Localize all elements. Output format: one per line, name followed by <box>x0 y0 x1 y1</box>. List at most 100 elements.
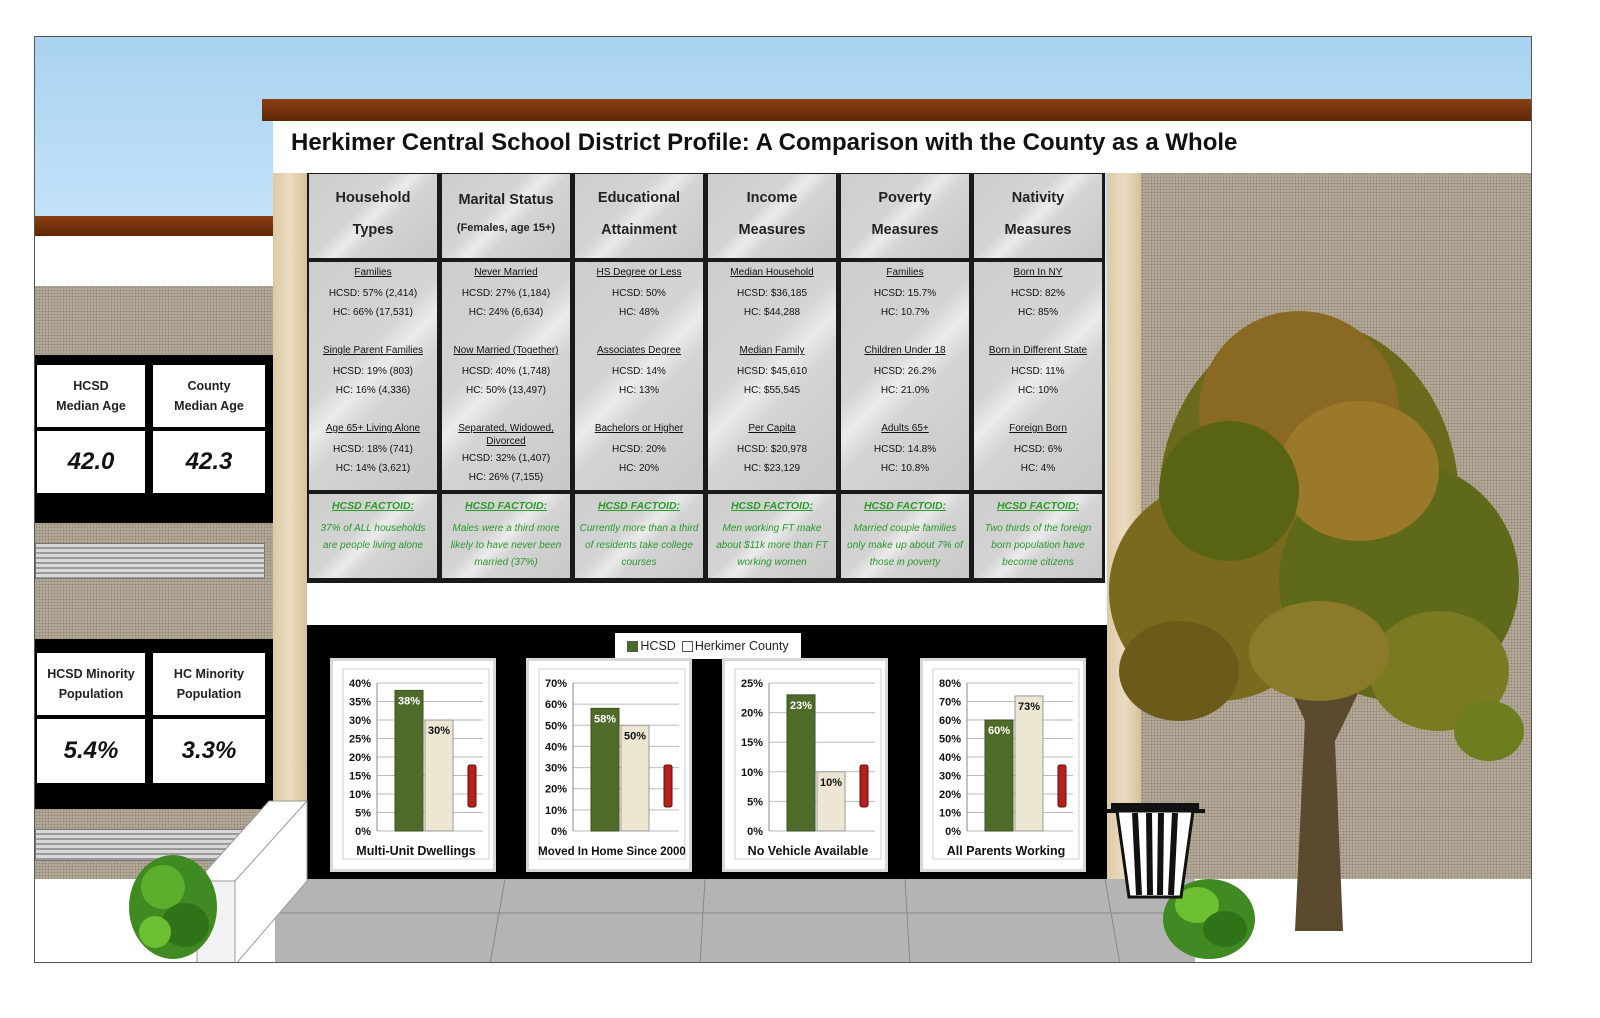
y-tick-label: 25% <box>349 734 371 746</box>
stat-value-line: HCSD: 19% (803) <box>332 366 414 377</box>
stat-value-line: HC: 16% (4,336) <box>335 385 411 396</box>
stat-group-label: HS Degree or Less <box>596 267 682 278</box>
stat-group-label: Associates Degree <box>597 345 681 356</box>
hcsd-median-age-label: HCSD Median Age <box>37 365 145 427</box>
hcsd-minority-label: HCSD Minority Population <box>37 653 145 715</box>
stat-group: Adults 65+HCSD: 14.8%HC: 10.8% <box>843 422 967 478</box>
stat-group-label: Median Household <box>730 267 814 278</box>
column-header-line2: (Females, age 15+) <box>456 222 556 234</box>
stat-group-label: Families <box>886 267 924 278</box>
y-tick-label: 0% <box>355 826 371 838</box>
county-minority-value: 3.3% <box>153 719 265 783</box>
profile-table <box>307 173 1105 583</box>
stat-value-line: HC: 26% (7,155) <box>468 472 544 483</box>
median-age-box: HCSD Median Age County Median Age 42.0 4… <box>35 355 273 523</box>
factoid-title: HCSD FACTOID: <box>597 500 681 512</box>
stat-group-label: Adults 65+ <box>881 423 929 434</box>
stat-value-line: HCSD: 14% <box>612 366 666 377</box>
stat-value-line: HC: 48% <box>618 307 659 318</box>
factoid-text: Two thirds of the foreign born populatio… <box>984 523 1092 568</box>
y-tick-label: 20% <box>545 784 567 796</box>
chart-title: All Parents Working <box>947 844 1066 858</box>
factoid-title: HCSD FACTOID: <box>863 500 947 512</box>
factoid-cell: HCSD FACTOID:37% of ALL households are p… <box>309 494 437 578</box>
y-tick-label: 25% <box>741 678 763 690</box>
data-label: 60% <box>988 725 1010 737</box>
bar-county <box>1014 695 1044 832</box>
column-header-line2: Measures <box>1004 222 1072 238</box>
tree-icon <box>1109 311 1524 931</box>
page-title: Herkimer Central School District Profile… <box>291 129 1238 156</box>
stat-value-line: HC: 14% (3,621) <box>335 463 411 474</box>
stat-value-line: HCSD: 20% <box>612 444 666 455</box>
stat-value-line: HCSD: 6% <box>1013 444 1063 455</box>
stat-group-label: Median Family <box>739 345 805 356</box>
y-tick-label: 0% <box>747 826 763 838</box>
bar-county <box>816 771 846 832</box>
stat-value-line: HC: 13% <box>618 385 659 396</box>
column-header-line2: Measures <box>871 222 939 238</box>
y-tick-label: 60% <box>545 699 567 711</box>
y-tick-label: 15% <box>349 771 371 783</box>
legend-county-label: Herkimer County <box>694 639 789 653</box>
main-roof <box>262 99 1531 121</box>
trash-bin-icon <box>1105 803 1205 899</box>
bar-chart-3: 0%5%10%15%20%25%23%10%No Vehicle Availab… <box>722 658 888 872</box>
y-tick-label: 15% <box>741 737 763 749</box>
bar-chart-1: 0%5%10%15%20%25%30%35%40%38%30%Multi-Uni… <box>330 658 496 872</box>
stat-value-line: HCSD: $45,610 <box>736 366 808 377</box>
factoid-text: Married couple families only make up abo… <box>847 523 963 568</box>
minority-box: HCSD Minority Population HC Minority Pop… <box>35 639 273 809</box>
white-band <box>307 583 1105 625</box>
stat-value-line: HCSD: 14.8% <box>873 444 937 455</box>
bar-hcsd <box>984 719 1014 832</box>
y-tick-label: 10% <box>939 808 961 820</box>
data-label: 23% <box>790 700 812 712</box>
county-median-age-value: 42.3 <box>153 431 265 493</box>
legend-county: Herkimer County <box>681 639 789 653</box>
factoid-cell: HCSD FACTOID:Men working FT make about $… <box>708 494 836 578</box>
y-tick-label: 40% <box>545 741 567 753</box>
stat-value-line: HCSD: $36,185 <box>736 288 808 299</box>
factoid-title: HCSD FACTOID: <box>996 500 1080 512</box>
stat-value-line: HC: 85% <box>1017 307 1058 318</box>
accent-bar <box>663 764 673 808</box>
bar-chart-4: 0%10%20%30%40%50%60%70%80%60%73%All Pare… <box>920 658 1086 872</box>
bar-hcsd <box>590 707 620 832</box>
y-tick-label: 0% <box>945 826 961 838</box>
stat-value-line: HCSD: 57% (2,414) <box>328 288 418 299</box>
stat-value-line: HCSD: 32% (1,407) <box>461 453 551 464</box>
right-bush-icon <box>1163 879 1255 959</box>
bar-hcsd <box>786 694 816 832</box>
stat-value-line: HC: 4% <box>1020 463 1056 474</box>
y-tick-label: 40% <box>939 752 961 764</box>
bar-chart-2: 0%10%20%30%40%50%60%70%58%50%Moved In Ho… <box>526 658 692 872</box>
left-vent-upper <box>35 543 265 579</box>
stat-value-line: HC: $55,545 <box>743 385 801 396</box>
y-tick-label: 10% <box>349 789 371 801</box>
chart-title: Multi-Unit Dwellings <box>356 844 475 858</box>
legend-hcsd-label: HCSD <box>640 639 676 653</box>
y-tick-label: 10% <box>741 767 763 779</box>
y-tick-label: 0% <box>551 826 567 838</box>
stat-group-label: Per Capita <box>748 423 796 434</box>
legend-hcsd: HCSD <box>627 639 676 653</box>
county-minority-label: HC Minority Population <box>153 653 265 715</box>
stat-value-line: HCSD: 18% (741) <box>332 444 414 455</box>
pavement <box>275 879 1195 962</box>
y-tick-label: 10% <box>545 805 567 817</box>
factoid-text: Men working FT make about $11k more than… <box>716 523 828 568</box>
data-label: 30% <box>428 725 450 737</box>
data-label: 58% <box>594 713 616 725</box>
